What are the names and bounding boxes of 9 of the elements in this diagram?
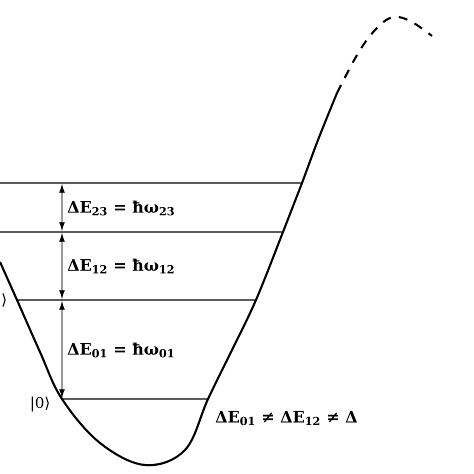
state-label: |0⟩ (32, 396, 49, 412)
edge-label: ΔE$_{23}$ = ħω$_{23}$ (68, 200, 174, 216)
inequality-label: ΔE$_{01}$ ≠ ΔE$_{12}$ ≠ Δ (216, 410, 358, 426)
double-arrow (59, 185, 65, 230)
edge-label: ΔE$_{12}$ = ħω$_{12}$ (68, 258, 174, 274)
double-arrow (59, 302, 65, 397)
state-label: ⟩ (2, 293, 6, 307)
double-arrow (59, 234, 65, 298)
edge-label: ΔE$_{01}$ = ħω$_{01}$ (68, 342, 174, 358)
